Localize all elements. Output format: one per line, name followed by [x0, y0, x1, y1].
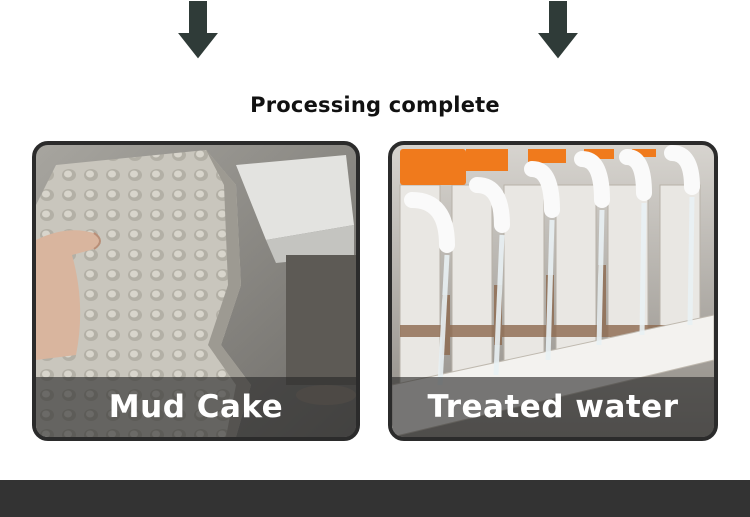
caption-band: Treated water	[392, 377, 714, 437]
treated-water-card: Treated water	[388, 141, 718, 441]
mud-cake-caption: Mud Cake	[108, 389, 284, 425]
down-arrow-icon	[176, 0, 220, 62]
mud-cake-card: Mud Cake	[32, 141, 360, 441]
caption-band: Mud Cake	[36, 377, 356, 437]
treated-water-caption: Treated water	[427, 389, 679, 425]
footer-bar	[0, 480, 750, 517]
down-arrow-icon	[536, 0, 580, 62]
mud-cake-photo	[36, 145, 356, 437]
section-heading: Processing complete	[250, 93, 500, 117]
